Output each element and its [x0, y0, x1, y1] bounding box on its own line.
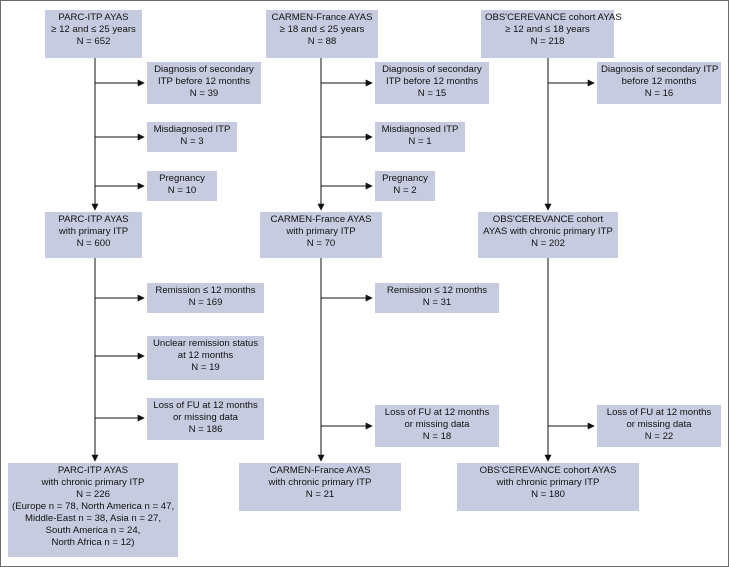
box-line: Loss of FU at 12 months — [384, 407, 490, 418]
box-line: North Africa n = 12) — [51, 537, 135, 548]
obs-final-box: OBS'CEREVANCE cohort AYAS with chronic p… — [457, 463, 639, 511]
box-line: with primary ITP — [58, 226, 129, 237]
parc-misdiag-box: Misdiagnosed ITP N = 3 — [147, 122, 237, 152]
parc-secondary-box: Diagnosis of secondary ITP before 12 mon… — [147, 62, 261, 104]
box-line: with chronic primary ITP — [41, 477, 145, 488]
box-line: Misdiagnosed ITP — [153, 124, 231, 135]
box-line: ITP before 12 months — [385, 76, 479, 87]
box-line: with chronic primary ITP — [496, 477, 600, 488]
box-line: OBS'CEREVANCE cohort — [492, 214, 604, 225]
carmen-pregnancy-box: Pregnancy N = 2 — [375, 171, 435, 201]
parc-loss-box: Loss of FU at 12 months or missing data … — [147, 398, 264, 440]
box-line: CARMEN-France AYAS — [269, 465, 371, 476]
parc-unclear-box: Unclear remission status at 12 months N … — [147, 336, 264, 380]
box-line: ITP before 12 months — [157, 76, 251, 87]
box-line: N = 70 — [306, 238, 336, 249]
box-line: Pregnancy — [159, 173, 205, 184]
box-line: OBS'CEREVANCE cohort AYAS — [479, 465, 617, 476]
parc-pregnancy-box: Pregnancy N = 10 — [147, 171, 217, 201]
obs-secondary-box: Diagnosis of secondary ITP before 12 mon… — [597, 62, 721, 104]
box-line: N = 169 — [188, 297, 223, 308]
box-line: Loss of FU at 12 months — [606, 407, 712, 418]
box-line: Unclear remission status — [152, 338, 259, 349]
box-line: Loss of FU at 12 months — [153, 400, 258, 411]
box-line: N = 39 — [189, 88, 219, 99]
carmen-start-box: CARMEN-France AYAS ≥ 18 and ≤ 25 years N… — [266, 10, 378, 58]
box-line: Remission ≤ 12 months — [155, 285, 256, 296]
box-line: N = 186 — [188, 424, 223, 435]
box-line: N = 218 — [530, 36, 565, 47]
box-line: before 12 months — [621, 76, 697, 87]
box-line: or missing data — [626, 419, 692, 430]
carmen-loss-box: Loss of FU at 12 months or missing data … — [375, 405, 499, 447]
box-line: Pregnancy — [382, 173, 428, 184]
box-line: or missing data — [172, 412, 239, 423]
box-line: ≥ 18 and ≤ 25 years — [279, 24, 365, 35]
carmen-primary-box: CARMEN-France AYAS with primary ITP N = … — [260, 212, 382, 258]
box-line: (Europe n = 78, North America n = 47, — [12, 501, 175, 512]
box-line: N = 18 — [422, 431, 452, 442]
box-line: N = 19 — [191, 362, 220, 373]
box-line: N = 88 — [307, 36, 337, 47]
box-line: N = 652 — [76, 36, 111, 47]
box-line: N = 2 — [393, 185, 417, 196]
box-line: N = 31 — [422, 297, 452, 308]
box-line: Remission ≤ 12 months — [386, 285, 488, 296]
parc-primary-box: PARC-ITP AYAS with primary ITP N = 600 — [45, 212, 142, 258]
box-line: Misdiagnosed ITP — [381, 124, 459, 135]
box-line: N = 10 — [167, 185, 197, 196]
box-line: Diagnosis of secondary — [382, 64, 482, 75]
box-line: N = 202 — [531, 238, 565, 249]
box-line: with chronic primary ITP — [268, 477, 372, 488]
box-line: or missing data — [404, 419, 470, 430]
box-line: N = 180 — [531, 489, 565, 500]
parc-final-box: PARC-ITP AYAS with chronic primary ITP N… — [8, 463, 178, 557]
box-line: PARC-ITP AYAS — [57, 465, 129, 476]
box-line: South America n = 24, — [45, 525, 141, 536]
box-line: Middle-East n = 38, Asia n = 27, — [25, 513, 161, 524]
carmen-final-box: CARMEN-France AYAS with chronic primary … — [239, 463, 401, 511]
carmen-remission-box: Remission ≤ 12 months N = 31 — [375, 283, 499, 313]
box-line: N = 15 — [417, 88, 447, 99]
box-line: N = 22 — [644, 431, 674, 442]
box-line: Diagnosis of secondary ITP — [601, 64, 719, 75]
box-line: AYAS with chronic primary ITP — [483, 226, 613, 237]
carmen-secondary-box: Diagnosis of secondary ITP before 12 mon… — [375, 62, 489, 104]
box-line: OBS'CEREVANCE cohort AYAS — [485, 12, 622, 23]
box-line: PARC-ITP AYAS — [58, 12, 129, 23]
box-line: ≥ 12 and ≤ 18 years — [505, 24, 590, 35]
box-line: N = 226 — [76, 489, 110, 500]
box-line: CARMEN-France AYAS — [271, 12, 373, 23]
box-line: Diagnosis of secondary — [154, 64, 254, 75]
box-line: with primary ITP — [286, 226, 356, 237]
box-line: N = 21 — [305, 489, 335, 500]
box-line: PARC-ITP AYAS — [58, 214, 129, 225]
carmen-misdiag-box: Misdiagnosed ITP N = 1 — [375, 122, 465, 152]
box-line: N = 1 — [408, 136, 432, 147]
obs-primary-box: OBS'CEREVANCE cohort AYAS with chronic p… — [478, 212, 618, 258]
obs-loss-box: Loss of FU at 12 months or missing data … — [597, 405, 721, 447]
obs-start-box: OBS'CEREVANCE cohort AYAS ≥ 12 and ≤ 18 … — [481, 10, 622, 58]
box-line: at 12 months — [177, 350, 234, 361]
box-line: N = 600 — [76, 238, 111, 249]
parc-start-box: PARC-ITP AYAS ≥ 12 and ≤ 25 years N = 65… — [45, 10, 142, 58]
box-line: CARMEN-France AYAS — [270, 214, 372, 225]
box-line: ≥ 12 and ≤ 25 years — [51, 24, 136, 35]
box-line: N = 16 — [644, 88, 674, 99]
box-line: N = 3 — [180, 136, 204, 147]
parc-remission-box: Remission ≤ 12 months N = 169 — [147, 283, 264, 313]
